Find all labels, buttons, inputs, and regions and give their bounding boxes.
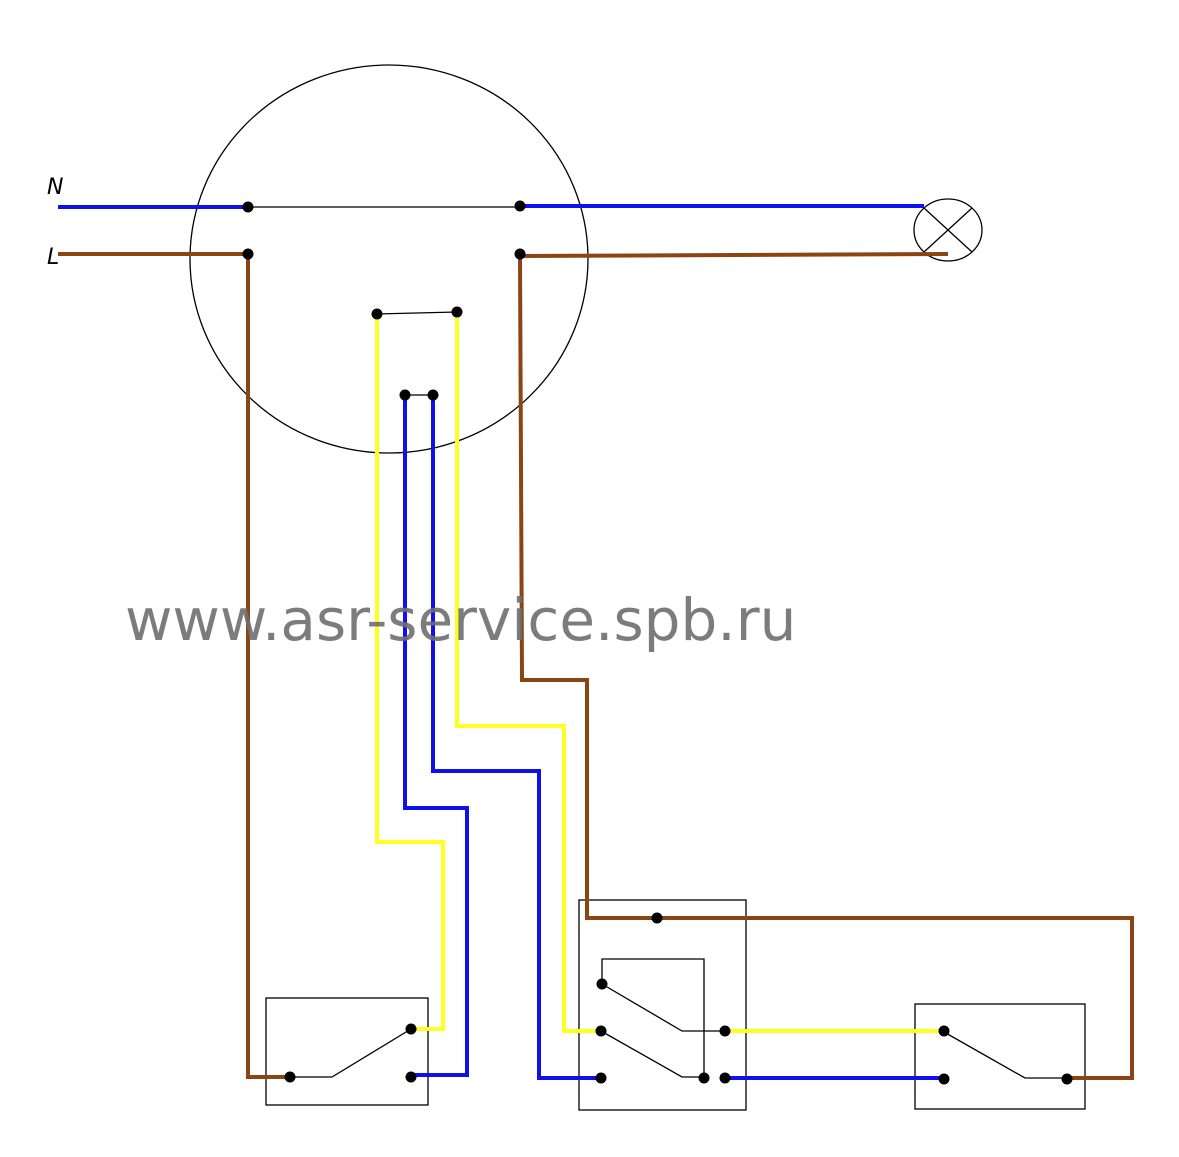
terminal-dot (595, 1072, 607, 1084)
live-supply-wire (58, 252, 290, 1079)
switch-left-lever (290, 1028, 412, 1078)
terminals (242, 200, 1073, 1085)
terminal-dot (371, 308, 383, 320)
switch-left-box (265, 997, 429, 1106)
terminal-dot (514, 200, 526, 212)
terminal-dot (938, 1073, 950, 1085)
terminal-dot (399, 389, 411, 401)
lamp-icon (913, 198, 983, 262)
terminal-dot (405, 1023, 417, 1035)
terminal-dot (719, 1025, 731, 1037)
live-label: L (47, 245, 59, 270)
switch-middle-lever-bottom (600, 1030, 704, 1078)
traveler-to-middle-switch (455, 312, 601, 1033)
neutral-label: N (47, 175, 63, 200)
terminal-dot (651, 912, 663, 924)
terminal-dot (938, 1025, 950, 1037)
traveler-jumper-link (376, 311, 458, 315)
terminal-dot (1061, 1073, 1073, 1085)
switch-middle-cross-link (601, 958, 705, 1077)
switch-middle-box (578, 899, 747, 1111)
internal-links (248, 206, 1067, 1079)
terminal-dot (242, 248, 254, 260)
terminal-dot (451, 306, 463, 318)
terminal-dot (405, 1071, 417, 1083)
terminal-dot (698, 1072, 710, 1084)
blue-wire-to-left-switch (403, 395, 469, 1077)
terminal-dot (427, 389, 439, 401)
watermark-text: www.asr-service.spb.ru (125, 586, 796, 654)
junction-box (189, 64, 589, 454)
terminal-dot (514, 248, 526, 260)
blue-wires (58, 204, 944, 1080)
traveler-wires (375, 312, 944, 1033)
blue-wire-to-middle-switch (431, 395, 601, 1080)
terminal-dot (242, 201, 254, 213)
switch-right-box (914, 1003, 1086, 1110)
terminal-dot (284, 1071, 296, 1083)
live-wires (58, 252, 1134, 1080)
terminal-dot (596, 978, 608, 990)
terminal-dot (595, 1025, 607, 1037)
switch-middle-lever-top (601, 983, 725, 1032)
terminal-dot (719, 1072, 731, 1084)
switch-right-lever (943, 1031, 1067, 1079)
lamp-switched-wire (517, 252, 1134, 1080)
traveler-to-left-switch (375, 314, 445, 1031)
